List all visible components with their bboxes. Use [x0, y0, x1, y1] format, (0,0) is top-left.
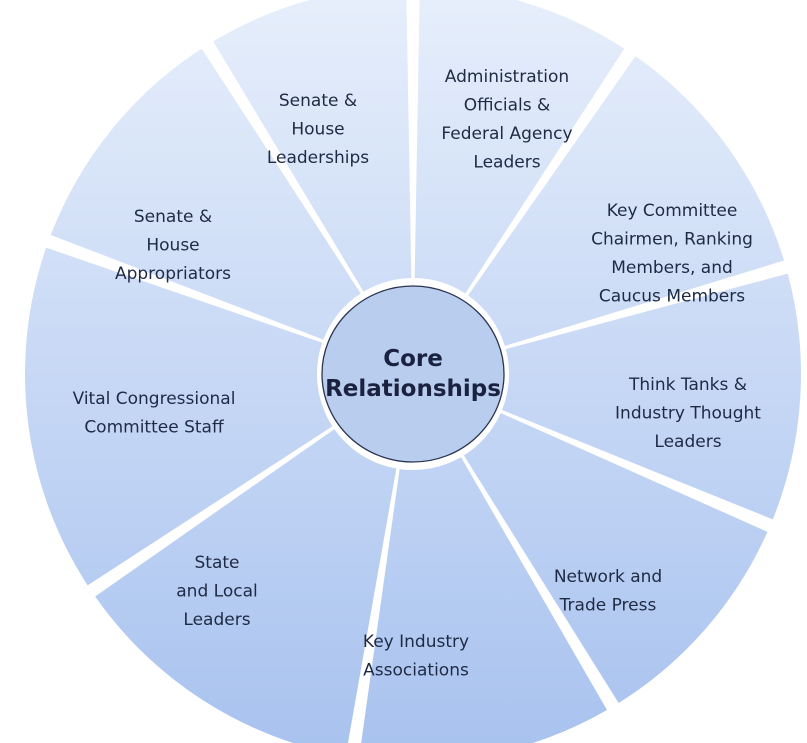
center-label-line: Relationships — [325, 376, 501, 402]
segments-layer — [25, 0, 801, 743]
segment-label-line: Officials & — [464, 96, 551, 116]
center-circle — [321, 285, 505, 463]
center-label-line: Core — [383, 346, 443, 372]
segment-label-line: Senate & — [134, 207, 212, 227]
segment-state-local-leaders — [95, 429, 397, 743]
segment-label-line: Trade Press — [559, 596, 657, 616]
segment-label-line: Appropriators — [115, 264, 231, 284]
segment-label-line: Leaders — [183, 610, 250, 630]
segment-label-line: State — [195, 553, 240, 573]
segment-label-line: Committee Staff — [84, 418, 225, 438]
segment-label-line: Leaderships — [267, 148, 369, 168]
segment-key-committee-chairmen — [468, 56, 785, 346]
segment-label-line: Associations — [363, 661, 469, 681]
segment-label-line: Caucus Members — [599, 287, 745, 307]
segment-label-line: Industry Thought — [615, 404, 761, 424]
segment-administration-officials — [414, 0, 625, 294]
segment-label-line: Network and — [554, 567, 662, 587]
segment-network-trade-press — [463, 413, 768, 704]
segment-label-line: Key Committee — [607, 201, 738, 221]
segment-think-tanks — [502, 273, 801, 520]
segment-label-line: Vital Congressional — [73, 389, 236, 409]
segment-label-line: Chairmen, Ranking — [591, 230, 753, 250]
segment-senate-house-appropriators — [50, 48, 361, 340]
segment-vital-congressional-staff — [25, 247, 333, 586]
segment-label-line: Administration — [445, 67, 569, 87]
segment-senate-house-leaderships — [213, 0, 412, 292]
segment-label-line: House — [146, 236, 199, 256]
segment-label-line: Leaders — [654, 432, 721, 452]
segment-label-line: Members, and — [611, 258, 733, 278]
segment-key-industry-associations — [361, 457, 607, 743]
segment-label-line: Federal Agency — [441, 124, 572, 144]
segment-label-line: Think Tanks & — [628, 375, 747, 395]
segment-label-line: House — [291, 120, 344, 140]
segment-label-line: and Local — [176, 582, 257, 602]
segment-label-line: Senate & — [279, 91, 357, 111]
segment-label-line: Key Industry — [363, 632, 469, 652]
segment-label-line: Leaders — [473, 153, 540, 173]
